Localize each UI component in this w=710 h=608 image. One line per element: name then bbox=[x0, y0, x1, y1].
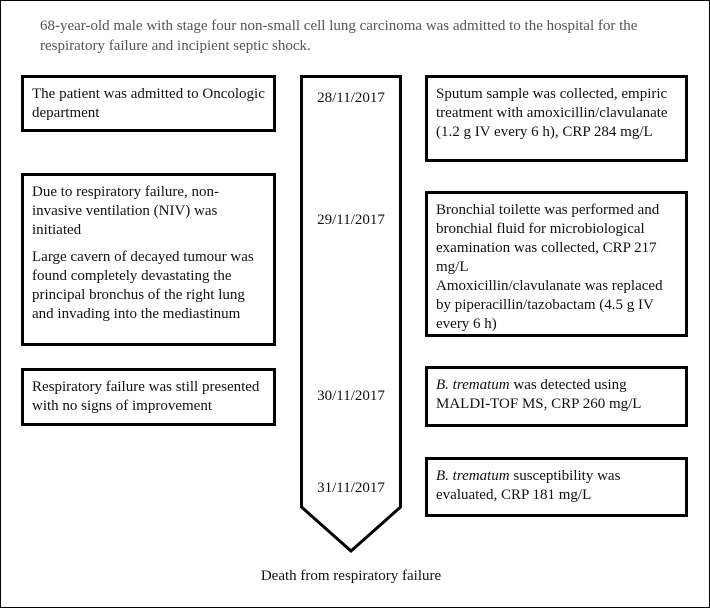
species-name: B. trematum bbox=[436, 468, 510, 484]
date-1: 28/11/2017 bbox=[317, 90, 385, 106]
right-box-susceptibility: B. trematum susceptibility was evaluated… bbox=[425, 457, 688, 517]
detection-detail: was detected using MALDI-TOF MS, CRP 260… bbox=[436, 377, 642, 412]
left-box-respiratory-failure-text: Respiratory failure was still presented … bbox=[32, 379, 260, 414]
right-box-sputum-text: Sputum sample was collected, empiric tre… bbox=[436, 86, 668, 140]
right-box-bronchial-toilette: Bronchial toilette was performed and bro… bbox=[425, 191, 688, 337]
outcome-text: Death from respiratory failure bbox=[260, 568, 442, 584]
susceptibility-detail: susceptibility was evaluated, CRP 181 mg… bbox=[436, 468, 621, 503]
right-box-detection-text: B. trematum was detected using MALDI-TOF… bbox=[436, 376, 677, 414]
timeline-arrow bbox=[300, 75, 402, 554]
species-name: B. trematum bbox=[436, 377, 510, 393]
date-2: 29/11/2017 bbox=[317, 212, 385, 228]
timeline-arrow-shape bbox=[300, 75, 402, 554]
left-box-respiratory-failure: Respiratory failure was still presented … bbox=[21, 368, 276, 426]
right-box-antibiotic-switch-text: Amoxicillin/clavulanate was replaced by … bbox=[436, 278, 663, 332]
right-box-bronchial-text: Bronchial toilette was performed and bro… bbox=[436, 202, 660, 275]
date-4: 31/11/2017 bbox=[317, 480, 385, 496]
right-box-sputum: Sputum sample was collected, empiric tre… bbox=[425, 75, 688, 162]
right-box-susceptibility-text: B. trematum susceptibility was evaluated… bbox=[436, 467, 677, 505]
left-box-admission-text: The patient was admitted to Oncologic de… bbox=[32, 86, 265, 121]
left-box-admission: The patient was admitted to Oncologic de… bbox=[21, 75, 276, 132]
left-box-ventilation: Due to respiratory failure, non-invasive… bbox=[21, 173, 276, 346]
intro-text: 68-year-old male with stage four non-sma… bbox=[40, 18, 638, 54]
left-box-ventilation-text: Due to respiratory failure, non-invasive… bbox=[32, 184, 220, 238]
date-3: 30/11/2017 bbox=[317, 388, 385, 404]
left-box-cavern-text: Large cavern of decayed tumour was found… bbox=[32, 249, 254, 322]
right-box-detection: B. trematum was detected using MALDI-TOF… bbox=[425, 366, 688, 427]
